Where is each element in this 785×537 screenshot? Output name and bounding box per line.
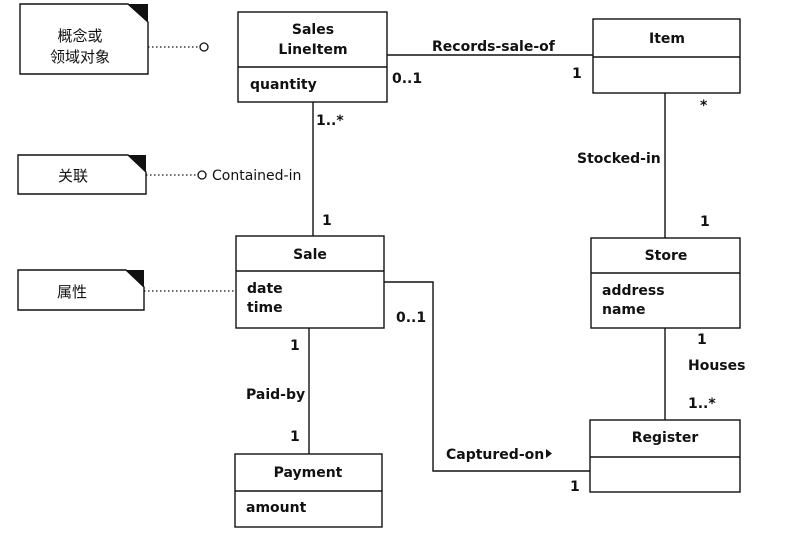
mult-contained-in-sale: 1 xyxy=(322,213,332,229)
note-concept: 概念或 领域对象 xyxy=(19,3,149,75)
class-payment-name: Payment xyxy=(274,465,343,481)
mult-captured-on-sale: 0..1 xyxy=(396,310,426,326)
mult-contained-in-line-item: 1..* xyxy=(316,113,344,129)
assoc-label-stocked-in: Stocked-in xyxy=(577,151,661,167)
attr-address: address xyxy=(602,283,665,299)
class-sales-line-item-name-1: Sales xyxy=(292,22,334,38)
class-register: Register xyxy=(589,419,741,493)
attr-name: name xyxy=(602,302,646,318)
attr-time: time xyxy=(247,300,283,316)
assoc-label-contained-in: Contained-in xyxy=(212,168,301,184)
class-store: Store address name xyxy=(590,237,741,329)
mult-stocked-in-item: * xyxy=(700,98,708,114)
note-concept-anchor xyxy=(199,42,209,52)
class-sales-line-item: Sales LineItem quantity xyxy=(237,11,388,103)
note-attribute-text: 属性 xyxy=(57,283,87,301)
note-concept-line-2: 领域对象 xyxy=(50,48,110,66)
mult-paid-by-sale: 1 xyxy=(290,338,300,354)
attr-amount: amount xyxy=(246,500,307,516)
assoc-label-records-sale-of: Records-sale-of xyxy=(432,39,556,55)
note-association: 关联 xyxy=(17,154,147,195)
class-store-name: Store xyxy=(645,248,688,264)
reading-direction-arrow-icon xyxy=(546,449,552,458)
mult-stocked-in-store: 1 xyxy=(700,214,710,230)
mult-paid-by-payment: 1 xyxy=(290,429,300,445)
note-concept-line-1: 概念或 xyxy=(57,27,102,45)
class-sales-line-item-name-2: LineItem xyxy=(278,42,347,58)
mult-captured-on-register: 1 xyxy=(570,479,580,495)
class-item: Item xyxy=(592,18,741,94)
attr-quantity: quantity xyxy=(250,77,317,93)
attr-date: date xyxy=(247,281,283,297)
mult-records-sale-of-line-item: 0..1 xyxy=(392,71,422,87)
class-item-name: Item xyxy=(649,31,685,47)
class-sale-name: Sale xyxy=(293,247,327,263)
class-sale: Sale date time xyxy=(235,235,385,329)
class-register-name: Register xyxy=(632,430,699,446)
mult-houses-register: 1..* xyxy=(688,396,716,412)
mult-records-sale-of-item: 1 xyxy=(572,66,582,82)
assoc-label-captured-on: Captured-on xyxy=(446,447,544,463)
note-association-text: 关联 xyxy=(58,167,88,185)
assoc-line-captured-on xyxy=(384,281,590,472)
note-attribute: 属性 xyxy=(17,269,145,311)
class-payment: Payment amount xyxy=(234,453,383,528)
assoc-label-paid-by: Paid-by xyxy=(246,387,305,403)
mult-houses-store: 1 xyxy=(697,332,707,348)
note-association-anchor xyxy=(197,170,207,180)
assoc-label-houses: Houses xyxy=(688,358,745,374)
